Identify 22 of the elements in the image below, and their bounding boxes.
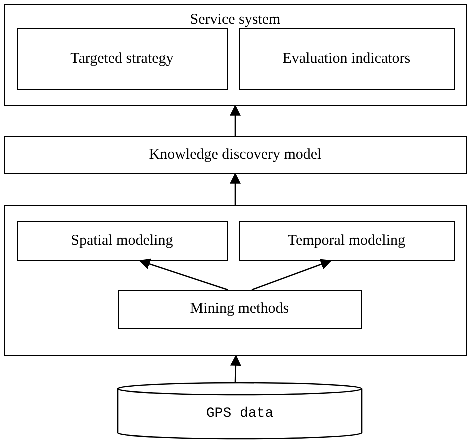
box-label: Spatial modeling bbox=[70, 232, 174, 250]
arrow bbox=[230, 104, 241, 136]
process-box bbox=[118, 290, 362, 329]
process-box bbox=[4, 136, 467, 174]
container-box bbox=[4, 205, 467, 356]
box-label: Targeted strategy bbox=[70, 50, 175, 68]
box-label: Temporal modeling bbox=[286, 232, 407, 250]
arrow bbox=[252, 259, 332, 291]
database-cylinder bbox=[117, 382, 363, 440]
box-label: Mining methods bbox=[189, 301, 290, 318]
arrow bbox=[139, 258, 228, 291]
box-label: Evaluation indicators bbox=[282, 50, 412, 68]
arrow bbox=[230, 172, 241, 205]
process-box bbox=[16, 220, 228, 261]
process-box bbox=[238, 28, 455, 90]
group-title: Service system bbox=[189, 12, 282, 29]
arrow bbox=[230, 354, 242, 382]
process-box bbox=[16, 28, 228, 90]
box-label: Knowledge discovery model bbox=[148, 147, 323, 164]
box-label: GPS data bbox=[205, 406, 275, 422]
container-box bbox=[4, 4, 467, 106]
process-box bbox=[238, 220, 455, 261]
